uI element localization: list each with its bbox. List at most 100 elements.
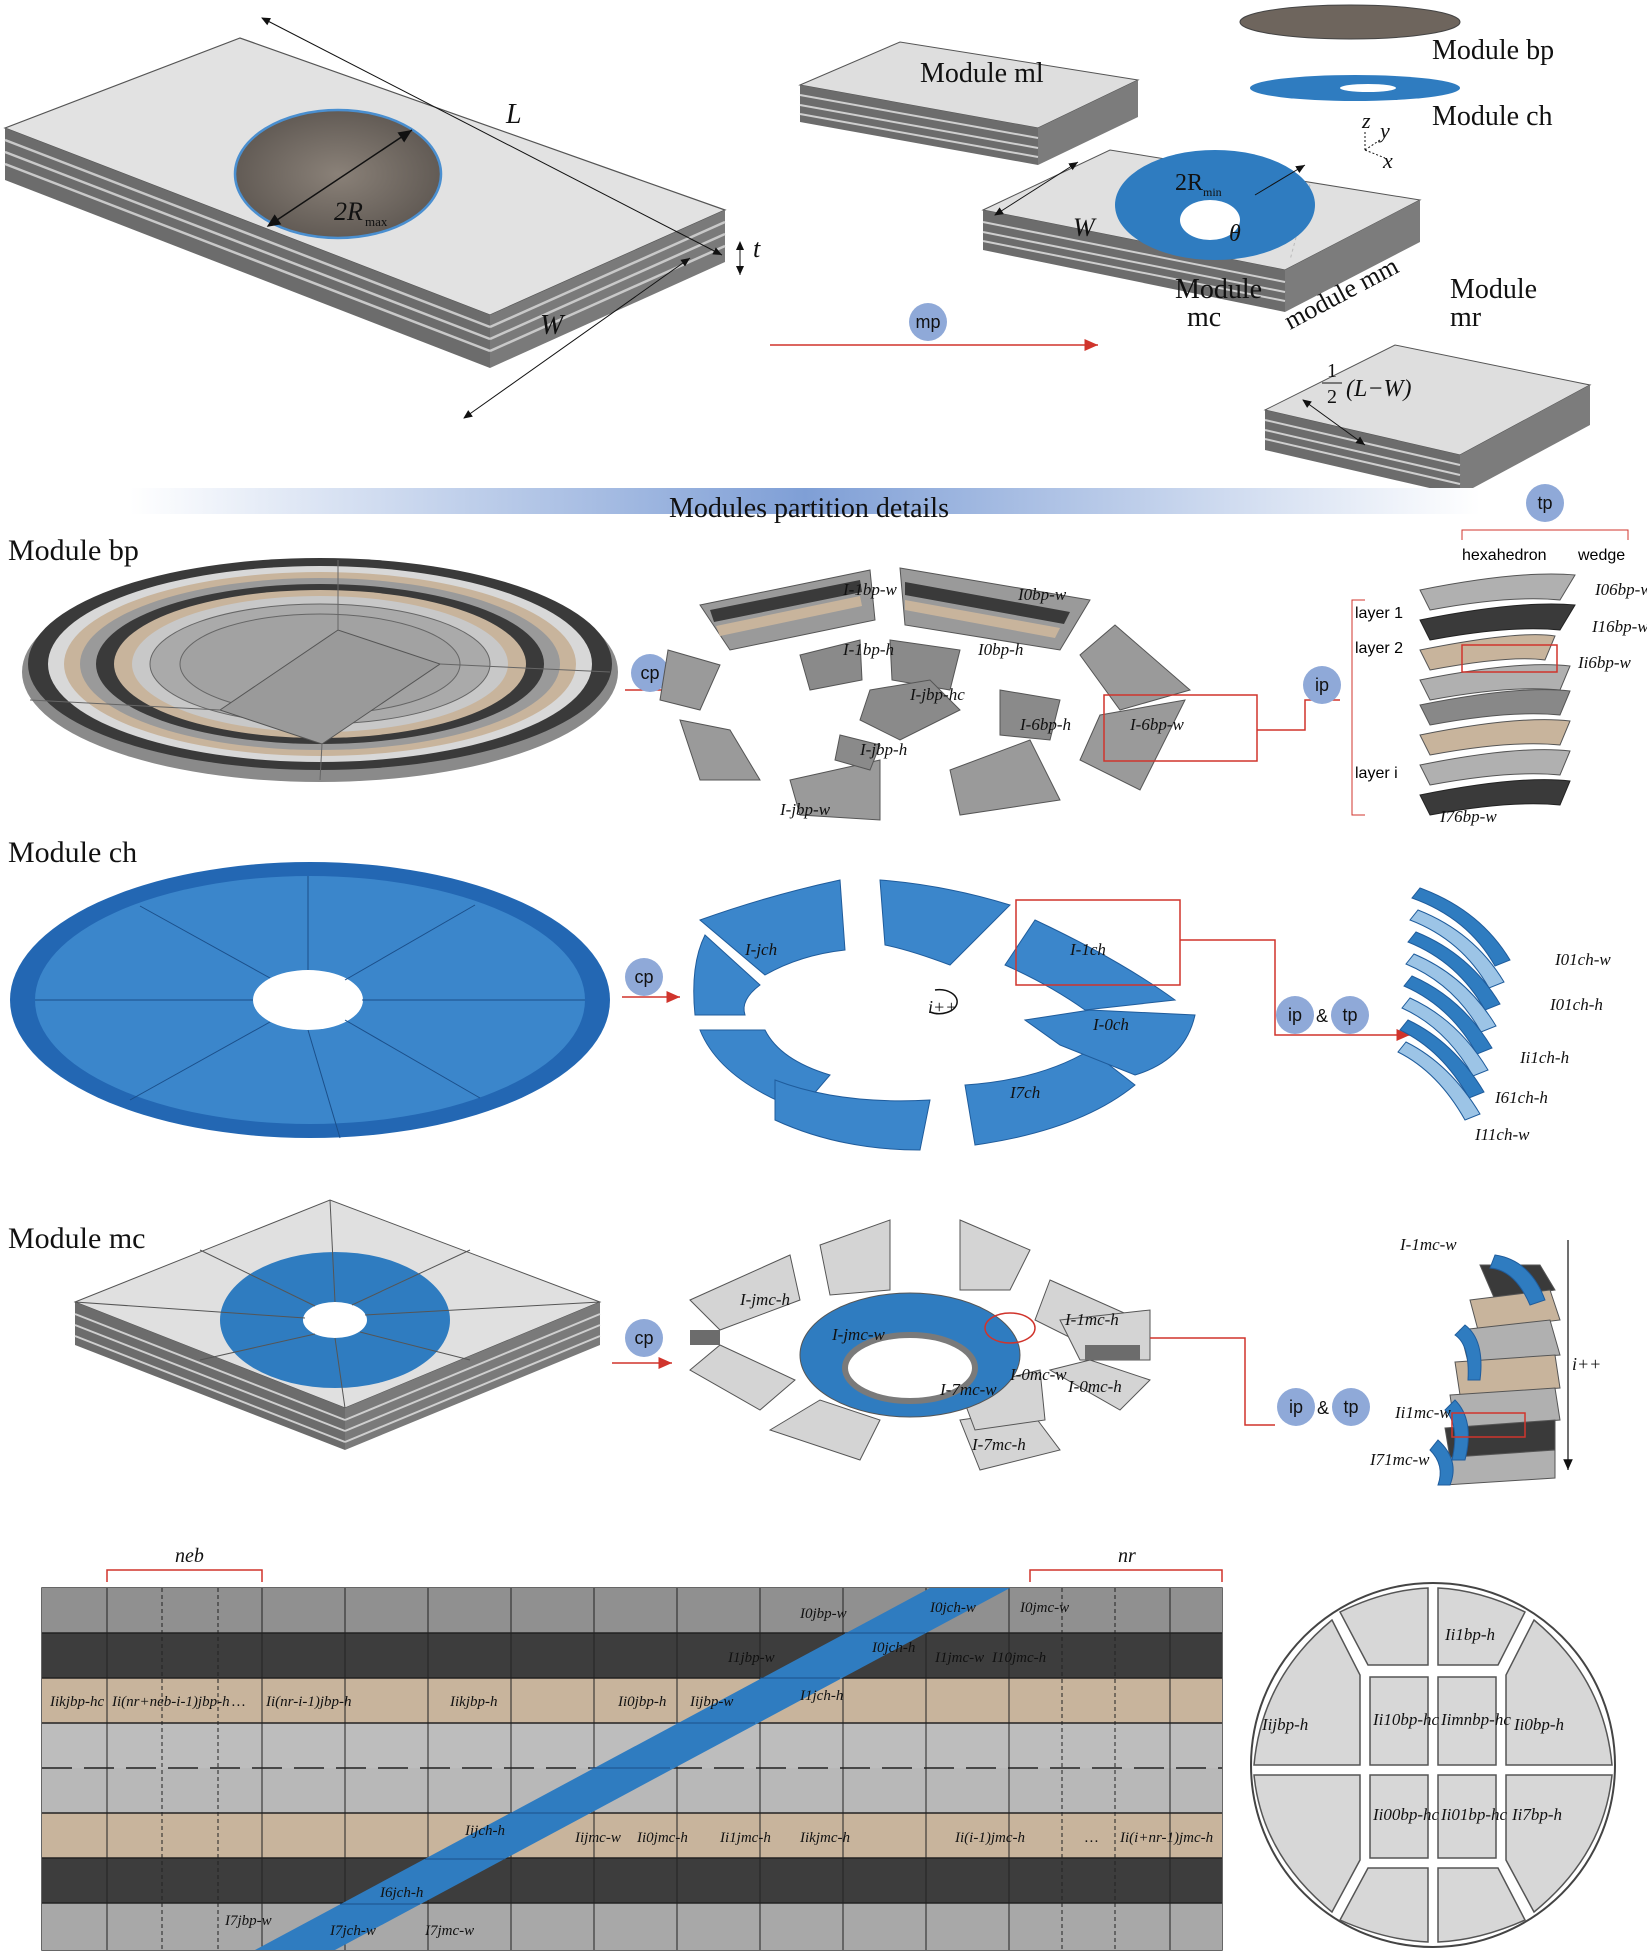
- layeri-label: layer i: [1355, 765, 1398, 782]
- bp-w16-label: I16bp-w: [1591, 617, 1647, 636]
- bp-w76-label: I76bp-w: [1439, 807, 1497, 826]
- mc-wi1-label: Ii1mc-w: [1394, 1403, 1451, 1422]
- circle-ij: Iijbp-h: [1261, 1715, 1308, 1734]
- bp-section-circle: [1250, 1582, 1616, 1948]
- bp-cp-badge: [631, 654, 669, 692]
- circle-i00: Ii00bp-hc: [1372, 1805, 1440, 1824]
- bp-label-h-j: I-jbp-h: [859, 740, 907, 759]
- ch-label-m1: I-1ch: [1069, 940, 1106, 959]
- bp-tp-badge-label: tp: [1537, 493, 1552, 513]
- ch-label-7: I7ch: [1009, 1083, 1040, 1102]
- ch-ip-badge-label: ip: [1288, 1005, 1302, 1025]
- section-ch-title: Module ch: [8, 836, 137, 869]
- layer1-label: layer 1: [1355, 605, 1403, 622]
- half-frac-bottom: 2: [1327, 386, 1337, 408]
- full-plate: [3, 17, 744, 419]
- axis-x: x: [1382, 148, 1393, 173]
- circle-i10: Ii10bp-hc: [1372, 1710, 1440, 1729]
- mc-layer-stack: [1429, 1254, 1561, 1486]
- bp-label-h-m1: I-1bp-h: [842, 640, 894, 659]
- ch-label-j: I-jch: [744, 940, 777, 959]
- mc-wm1-label: I-1mc-w: [1399, 1235, 1457, 1254]
- ch-tp-badge-label: tp: [1342, 1005, 1357, 1025]
- mc-ip-badge: [1277, 1388, 1315, 1426]
- bp-wi6-label: Ii6bp-w: [1577, 653, 1632, 672]
- grid-cell-25: I7jch-w: [329, 1923, 376, 1939]
- mp-badge: [909, 303, 947, 341]
- grid-cell-6: Iijbp-w: [689, 1694, 733, 1710]
- grid-cell-12: I1jch-h: [799, 1688, 843, 1704]
- ch-exploded: [693, 879, 1410, 1151]
- ch-tp-badge: [1331, 996, 1369, 1034]
- module-mc-mm-shape: [981, 149, 1422, 312]
- mc-label-h0: I-0mc-h: [1067, 1377, 1122, 1396]
- bottom-grid-labels: Iikjbp-hc Ii(nr+neb-i-1)jbp-h … Ii(nr-i-…: [49, 1600, 1213, 1939]
- module-mr-label-2: mr: [1450, 302, 1482, 333]
- mc-tp-badge-label: tp: [1343, 1397, 1358, 1417]
- bp-exploded-labels: I-1bp-w I0bp-w I-1bp-h I0bp-h I-jbp-hc I…: [779, 580, 1184, 819]
- mc-exploded-labels: I-jmc-h I-1mc-h I-0mc-h I-7mc-h I-jmc-w …: [739, 1290, 1122, 1454]
- module-ch-label: Module ch: [1432, 101, 1553, 132]
- bp-ip-badge: [1303, 666, 1341, 704]
- theta-label: θ: [1229, 221, 1241, 247]
- bp-label-w-6: I-6bp-w: [1129, 715, 1184, 734]
- grid-cell-3: Ii(nr-i-1)jbp-h: [265, 1694, 352, 1710]
- mc-cp-badge-label: cp: [634, 1328, 653, 1348]
- bp-label-w-0: I0bp-w: [1017, 585, 1067, 604]
- grid-cell-2: …: [232, 1694, 245, 1710]
- n-eb-label: neb: [175, 1545, 204, 1567]
- grid-cell-19: Iikjmc-h: [799, 1830, 850, 1846]
- hole-max-sub: max: [365, 214, 388, 229]
- bp-exploded: [659, 565, 1340, 821]
- ch-label-m0: I-0ch: [1092, 1015, 1129, 1034]
- hexahedron-label: hexahedron: [1462, 547, 1547, 564]
- module-bp-label: Module bp: [1432, 35, 1554, 66]
- half-frac-top: 1: [1327, 360, 1337, 382]
- grid-cell-18: Ii1jmc-h: [719, 1830, 771, 1846]
- bp-cp-badge-label: cp: [640, 663, 659, 683]
- plate-width-label: W: [540, 310, 566, 341]
- circle-labels: Ii1bp-h Iijbp-h Ii10bp-hc Iimnbp-hc Ii0b…: [1261, 1625, 1564, 1824]
- grid-cell-1: Ii(nr+neb-i-1)jbp-h: [111, 1694, 230, 1710]
- module-ml-shape: [798, 41, 1140, 165]
- bp-label-w-m1: I-1bp-w: [842, 580, 897, 599]
- ch-w01-label: I01ch-w: [1554, 950, 1611, 969]
- module-mr-label-1: Module: [1450, 274, 1537, 305]
- bp-layer-stack: [1419, 573, 1576, 816]
- mc-label-h1: I-1mc-h: [1064, 1310, 1119, 1329]
- grid-cell-23: I6jch-h: [379, 1885, 423, 1901]
- ch-exploded-labels: I-jch I-1ch I-0ch I7ch: [744, 940, 1129, 1102]
- grid-cell-16: Iijmc-w: [574, 1830, 621, 1846]
- section-bp-title: Module bp: [8, 534, 139, 567]
- grid-cell-8: I0jbp-w: [799, 1606, 847, 1622]
- module-bp-disc: [1239, 4, 1461, 40]
- ch-iter-label: i++: [928, 997, 957, 1017]
- hole-min-sub: min: [1203, 185, 1222, 199]
- bp-stack-labels: I06bp-w I16bp-w Ii6bp-w I76bp-w: [1439, 580, 1647, 826]
- bottom-grid: [41, 1569, 1223, 1951]
- bp-tp-badge: [1526, 484, 1564, 522]
- grid-cell-21: …: [1085, 1830, 1098, 1846]
- ch-h01-label: I01ch-h: [1549, 995, 1603, 1014]
- ch-amp: &: [1316, 1006, 1328, 1026]
- grid-cell-13: I1jmc-w: [934, 1650, 984, 1666]
- mc-tp-badge: [1332, 1388, 1370, 1426]
- ch-rotation-icon: [929, 988, 958, 1015]
- wedge-label: wedge: [1577, 547, 1625, 564]
- grid-cell-17: Ii0jmc-h: [636, 1830, 688, 1846]
- layer2-label: layer 2: [1355, 640, 1403, 657]
- module-mc-label-2: mc: [1187, 302, 1221, 333]
- half-length-label: (L−W): [1346, 376, 1412, 402]
- circle-i0: Ii0bp-h: [1513, 1715, 1564, 1734]
- ch-cp-badge-label: cp: [634, 967, 653, 987]
- axis-y: y: [1378, 118, 1390, 143]
- grid-cell-5: Ii0jbp-h: [617, 1694, 666, 1710]
- ch-stack-labels: I01ch-w I01ch-h Ii1ch-h I61ch-h I11ch-w: [1474, 950, 1611, 1144]
- circle-i7: Ii7bp-h: [1511, 1805, 1562, 1824]
- mc-amp: &: [1317, 1398, 1329, 1418]
- ch-segment-stack: [1397, 887, 1511, 1121]
- grid-cell-20: Ii(i-1)jmc-h: [954, 1830, 1025, 1846]
- mc-stack-labels: I-1mc-w Ii1mc-w I71mc-w: [1369, 1235, 1457, 1469]
- grid-cell-24: I7jbp-w: [224, 1913, 272, 1929]
